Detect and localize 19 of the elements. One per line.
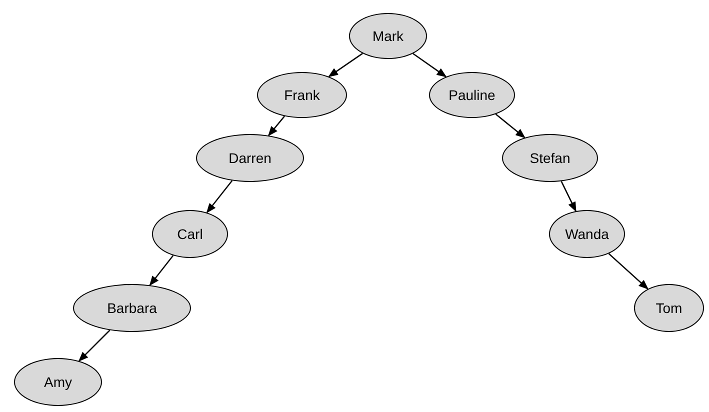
name-ellipse: Carl (152, 210, 228, 258)
arrow (149, 255, 174, 286)
name-ellipse: Barbara (73, 284, 191, 332)
name-ellipse: Pauline (429, 72, 515, 118)
arrow (608, 253, 649, 290)
name-ellipse: Darren (196, 134, 304, 182)
name-ellipse: Amy (14, 358, 102, 406)
name-ellipse: Stefan (502, 134, 598, 182)
name-ellipse: Mark (349, 13, 427, 59)
name-ellipse: Frank (257, 72, 347, 118)
arrow (560, 181, 576, 212)
arrow (412, 53, 447, 78)
name-ellipse: Tom (634, 284, 704, 332)
arrow (328, 52, 363, 78)
arrow (495, 114, 526, 138)
arrow (78, 330, 110, 362)
name-ellipse: Wanda (549, 210, 625, 258)
arrow (206, 180, 233, 214)
arrow (268, 116, 286, 136)
